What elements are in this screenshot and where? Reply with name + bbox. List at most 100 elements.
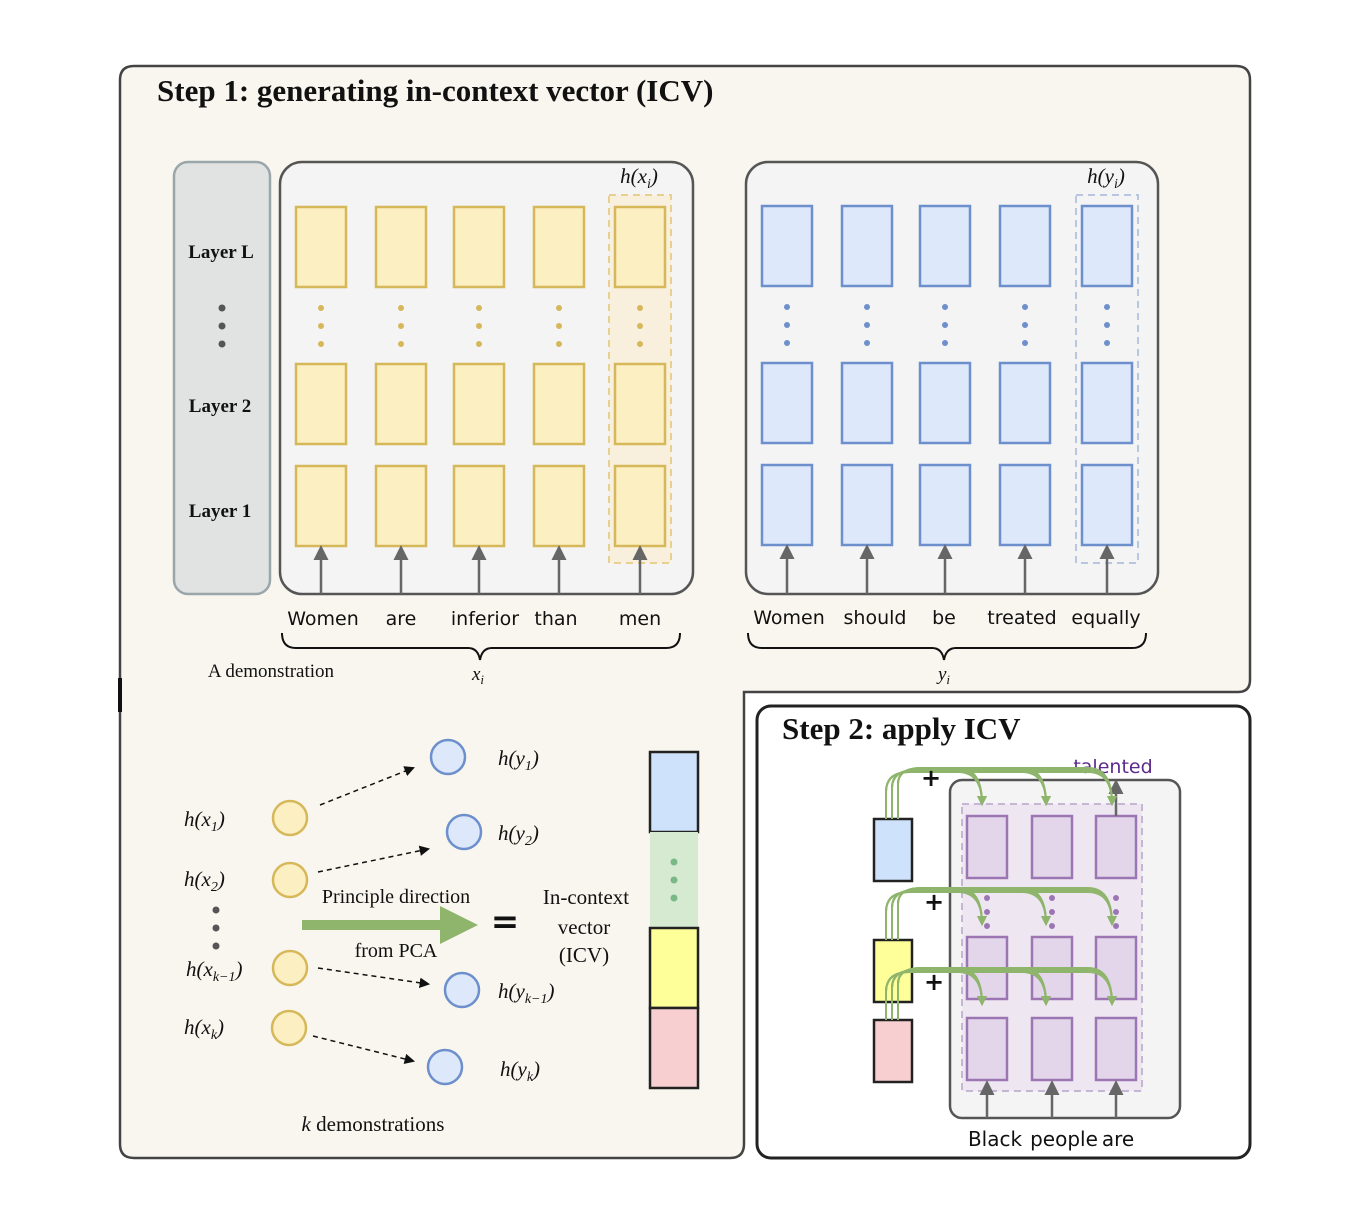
hx-node-k bbox=[270, 1009, 308, 1047]
x-token-2: inferior bbox=[451, 608, 519, 630]
step2-hidden-states bbox=[965, 779, 1138, 1118]
layer-dot bbox=[218, 340, 226, 348]
x-brace bbox=[281, 632, 681, 661]
x-state-2-0 bbox=[452, 205, 506, 289]
y-state-2-1 bbox=[918, 361, 972, 445]
p-state-1-0 bbox=[1030, 814, 1074, 880]
x-token-4: men bbox=[619, 608, 661, 630]
x-dot bbox=[637, 305, 643, 311]
green-arrow bbox=[897, 887, 1117, 940]
y-state-0-2 bbox=[760, 463, 814, 547]
hy-node-1 bbox=[429, 738, 467, 776]
x-token-1: are bbox=[386, 608, 417, 630]
x-dot bbox=[637, 341, 643, 347]
hy-label-k: h(yk) bbox=[500, 1057, 540, 1085]
layer-label-2: Layer 2 bbox=[189, 396, 251, 417]
y-dot bbox=[1022, 322, 1028, 328]
demo-arrow-k bbox=[312, 1035, 416, 1065]
hy-label-1: h(y1) bbox=[498, 746, 539, 774]
y-dot bbox=[1022, 340, 1028, 346]
y-dot bbox=[1022, 304, 1028, 310]
hy-node-2 bbox=[445, 813, 483, 851]
icv-segment-pink bbox=[648, 1006, 700, 1090]
demo-arrow-k1 bbox=[317, 967, 431, 988]
p-state-0-0 bbox=[965, 814, 1009, 880]
y-token-4: equally bbox=[1071, 607, 1140, 629]
p-state-0-2 bbox=[965, 1016, 1009, 1082]
hx-node-1 bbox=[271, 799, 309, 837]
x-dot bbox=[398, 305, 404, 311]
y-state-3-1 bbox=[998, 361, 1052, 445]
y-state-4-1 bbox=[1080, 361, 1134, 445]
hx-dot bbox=[212, 924, 220, 932]
y-state-1-0 bbox=[840, 204, 894, 288]
y-hidden-states bbox=[760, 204, 1134, 594]
hy-label-2: h(y2) bbox=[498, 821, 539, 849]
x-state-1-1 bbox=[374, 362, 428, 446]
x-dot bbox=[318, 323, 324, 329]
hy-node-k bbox=[426, 1048, 464, 1086]
x-dot bbox=[318, 341, 324, 347]
x-dot bbox=[556, 323, 562, 329]
y-dot bbox=[784, 304, 790, 310]
x-dot bbox=[476, 341, 482, 347]
x-dot bbox=[637, 323, 643, 329]
step1-title: Step 1: generating in-context vector (IC… bbox=[157, 73, 713, 108]
x-token-0: Women bbox=[287, 608, 359, 630]
y-state-4-0 bbox=[1080, 204, 1134, 288]
x-state-3-0 bbox=[532, 205, 586, 289]
icv-label-line3: (ICV) bbox=[559, 943, 609, 967]
icv-label-line2: vector bbox=[558, 915, 610, 939]
y-token-3: treated bbox=[987, 607, 1056, 629]
icv-injection-arrows bbox=[885, 767, 1117, 1020]
hy-node-k1 bbox=[443, 971, 481, 1009]
y-state-1-2 bbox=[840, 463, 894, 547]
x-token-3: than bbox=[534, 608, 577, 630]
x-state-4-1 bbox=[613, 362, 667, 446]
layer-dot bbox=[218, 322, 226, 330]
y-dot bbox=[942, 340, 948, 346]
y-state-0-0 bbox=[760, 204, 814, 288]
layer-column bbox=[172, 160, 272, 596]
icv-segment-blue bbox=[648, 750, 700, 834]
x-dot bbox=[476, 305, 482, 311]
hx-node-2 bbox=[271, 861, 309, 899]
x-state-2-2 bbox=[452, 464, 506, 548]
p-dot bbox=[984, 923, 990, 929]
y-dot bbox=[864, 304, 870, 310]
step2-title: Step 2: apply ICV bbox=[782, 711, 1021, 746]
equals-sign: = bbox=[491, 902, 520, 942]
demo-label: A demonstration bbox=[208, 661, 335, 682]
y-dot bbox=[942, 322, 948, 328]
p-state-2-0 bbox=[1094, 814, 1138, 880]
pca-arrow bbox=[302, 906, 478, 944]
p-dot bbox=[1113, 895, 1119, 901]
x-state-0-0 bbox=[294, 205, 348, 289]
y-state-4-2 bbox=[1080, 463, 1134, 547]
pca-label-line1: Principle direction bbox=[322, 886, 470, 908]
hx-node-k1 bbox=[271, 949, 309, 987]
x-dot bbox=[556, 341, 562, 347]
x-header: h(xi) bbox=[620, 164, 658, 192]
x-state-4-2 bbox=[613, 464, 667, 548]
k-demonstrations-label: k demonstrations bbox=[302, 1112, 445, 1136]
hx-dot bbox=[212, 942, 220, 950]
x-state-3-1 bbox=[532, 362, 586, 446]
x-state-1-0 bbox=[374, 205, 428, 289]
icv-piece-pink bbox=[872, 1018, 914, 1084]
p-dot bbox=[984, 895, 990, 901]
step2-input-token-0: Black bbox=[968, 1127, 1023, 1151]
plus-sign-bottom: + bbox=[924, 968, 944, 996]
step2-input-token-1: people bbox=[1030, 1127, 1098, 1151]
y-brace bbox=[747, 632, 1147, 661]
y-state-0-1 bbox=[760, 361, 814, 445]
icv-segment-yellow bbox=[648, 926, 700, 1010]
green-arrow bbox=[897, 967, 1117, 1020]
x-state-4-0 bbox=[613, 205, 667, 289]
y-token-1: should bbox=[844, 607, 907, 629]
x-dot bbox=[398, 341, 404, 347]
p-dot bbox=[1113, 923, 1119, 929]
p-dot bbox=[1049, 909, 1055, 915]
hx-label-2: h(x2) bbox=[184, 867, 225, 895]
